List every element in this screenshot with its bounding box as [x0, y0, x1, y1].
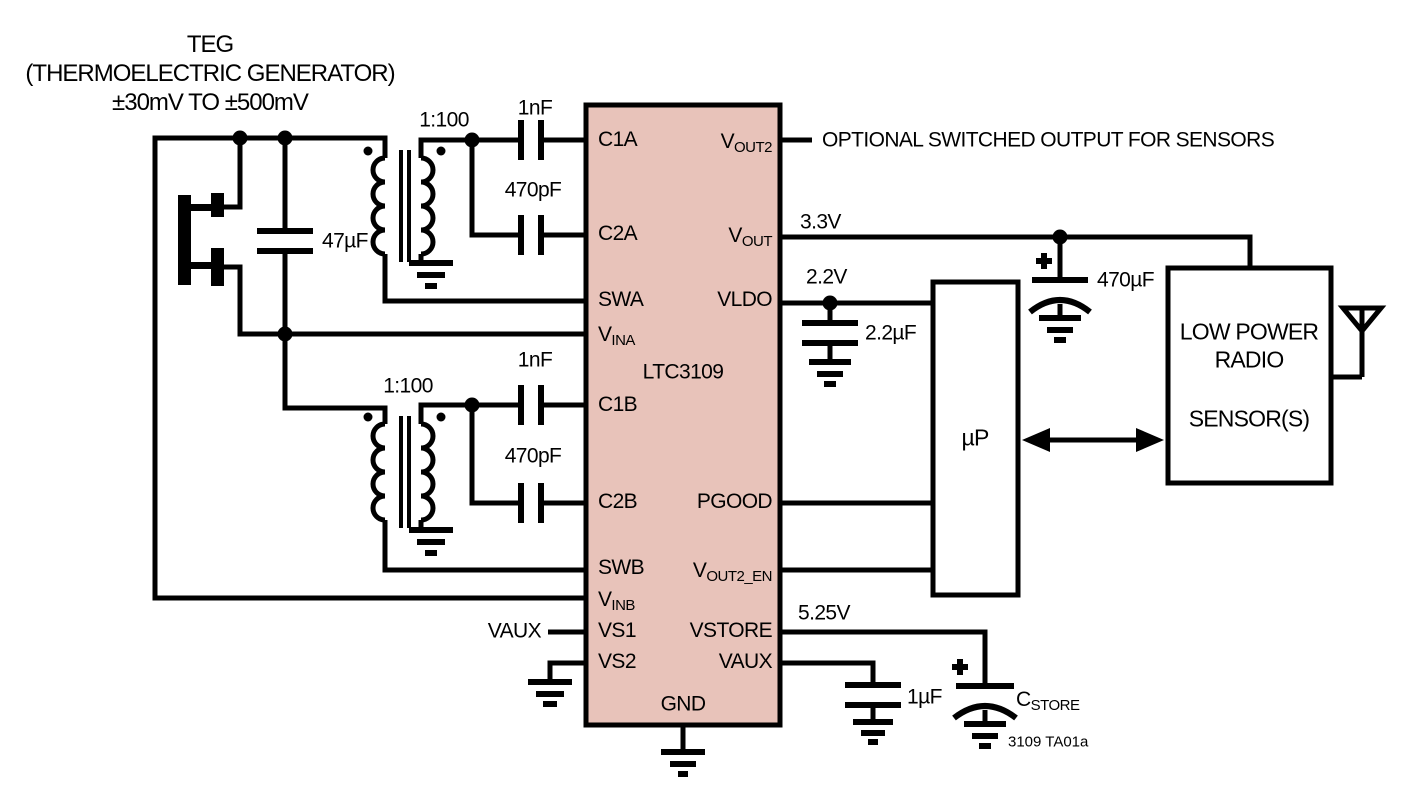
- transformer-a-secondary-coil: [420, 155, 436, 257]
- micro-block: [930, 279, 1021, 598]
- cap-1nf-a: [518, 120, 544, 160]
- wire-vstore: [780, 629, 988, 724]
- transformer-b-primary-coil: [370, 421, 386, 523]
- wire-teg-top: [223, 138, 243, 210]
- bidir-arrow-right-head: [1136, 428, 1164, 452]
- ground-icon-trb: [409, 527, 453, 556]
- cap-1nf-b: [518, 385, 544, 425]
- radio-block: [1165, 265, 1334, 486]
- phase-dot: [436, 146, 446, 156]
- phase-dot: [436, 412, 446, 422]
- cap-cstore: [952, 683, 1018, 721]
- wire-c1b: [418, 402, 586, 424]
- wire-vs2-gnd: [547, 660, 586, 682]
- ground-icon-gnd: [661, 749, 705, 777]
- antenna-icon: [1337, 305, 1387, 335]
- cap-1uf: [845, 682, 901, 708]
- cap-470pf-b: [518, 483, 544, 523]
- ground-symbols: [409, 260, 1081, 777]
- ground-icon-2p2uf: [809, 359, 851, 387]
- cap-470uf: [1028, 277, 1092, 315]
- transformer-b: [370, 416, 436, 528]
- wire-swb: [382, 520, 586, 573]
- cap-2p2uf: [802, 320, 858, 346]
- junction-dot: [822, 295, 838, 311]
- ground-icon-cstore: [964, 721, 1006, 749]
- plus-icon-cstore: [952, 659, 968, 675]
- wire-c2b: [469, 405, 586, 506]
- bidir-arrow-left-head: [1022, 428, 1050, 452]
- wire-swa: [382, 254, 586, 304]
- capacitors: [257, 120, 1092, 721]
- junction-dot: [232, 130, 248, 146]
- wire-antenna: [1331, 308, 1365, 380]
- phase-dot: [363, 146, 373, 156]
- ground-icon-tra: [409, 260, 453, 289]
- cap-470pf-a: [518, 215, 544, 255]
- junction-dots: [232, 130, 1068, 422]
- wire-c1a: [418, 137, 586, 158]
- teg-right-top-bar: [211, 193, 224, 217]
- junction-dot: [277, 326, 293, 342]
- wire-teg-bottom: [223, 264, 285, 337]
- ground-icon-470uf: [1039, 315, 1081, 343]
- wire-vinb-toprail: [152, 135, 586, 601]
- junction-dot: [464, 132, 480, 148]
- junction-dot: [277, 130, 293, 146]
- ground-icon-1uf: [853, 719, 893, 745]
- teg-symbol: [178, 193, 224, 286]
- transformer-a-core: [399, 150, 411, 262]
- teg-left-bar: [178, 195, 191, 285]
- transformer-a: [370, 150, 436, 262]
- ground-icon-vs2: [528, 679, 572, 707]
- phase-dot: [363, 412, 373, 422]
- wire-vout: [780, 234, 1253, 268]
- cap-47uf: [257, 228, 313, 254]
- ic-body-ltc3109: [583, 102, 783, 728]
- transformer-b-core: [399, 416, 411, 528]
- transformer-a-primary-coil: [370, 155, 386, 257]
- teg-junction-bottom: [188, 262, 213, 269]
- transformer-b-secondary-coil: [420, 421, 436, 523]
- teg-junction-top: [188, 204, 213, 211]
- bidir-arrow-icon: [1022, 428, 1164, 452]
- wire-node-to-trb: [282, 334, 388, 424]
- plus-icon-470uf: [1036, 253, 1052, 269]
- wire-vaux: [780, 660, 876, 722]
- junction-dot: [1052, 229, 1068, 245]
- wires: [152, 135, 1365, 752]
- teg-right-bottom-bar: [211, 248, 224, 286]
- wire-c2a: [469, 140, 586, 238]
- junction-dot: [464, 397, 480, 413]
